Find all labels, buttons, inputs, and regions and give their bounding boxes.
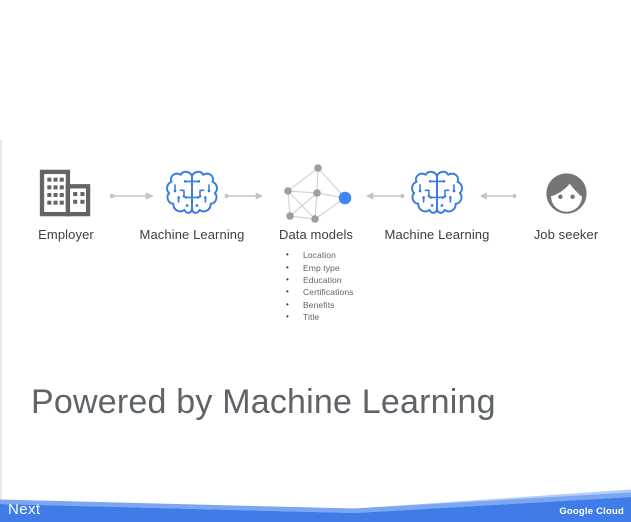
flow-node-job-seeker: Job seeker (506, 162, 626, 242)
brain-icon (377, 162, 497, 224)
attribute-label: Education (303, 274, 342, 285)
attribute-label: Emp type (303, 262, 340, 273)
left-edge-line (0, 140, 2, 504)
person-icon (506, 162, 626, 224)
attribute-label: Benefits (303, 299, 335, 310)
list-item: • Education (286, 274, 396, 286)
list-item: • Title (286, 311, 396, 323)
brain-icon-svg (411, 170, 463, 214)
ml-left-label: Machine Learning (139, 227, 245, 242)
list-item: • Benefits (286, 299, 396, 311)
arrow-left-icon (479, 191, 517, 201)
brain-icon-svg (166, 170, 218, 214)
attribute-label: Location (303, 250, 336, 261)
brain-icon (132, 162, 252, 224)
job-seeker-label: Job seeker (533, 227, 599, 242)
building-icon-svg (39, 169, 91, 217)
highlighted-node (338, 191, 352, 205)
person-icon-svg (545, 172, 587, 214)
flow-node-data-models: Data models (256, 162, 376, 242)
bullet-icon: • (286, 312, 289, 322)
network-graph-icon (256, 162, 376, 224)
arrow-right-icon (109, 191, 155, 201)
attribute-label: Title (303, 312, 320, 323)
arrow-left-icon (365, 191, 405, 201)
list-item: • Certifications (286, 286, 396, 298)
footer-ribbon (0, 489, 631, 522)
bullet-icon: • (286, 274, 289, 284)
arrow-right-icon (224, 191, 264, 201)
list-item: • Location (286, 249, 396, 261)
bullet-icon: • (286, 262, 289, 272)
google-cloud-logo: Google Cloud (559, 506, 624, 517)
list-item: • Emp type (286, 261, 396, 273)
next-logo: Next (8, 501, 41, 518)
slide-title: Powered by Machine Learning (31, 383, 496, 421)
flow-node-ml-left: Machine Learning (132, 162, 252, 242)
building-icon (6, 162, 126, 224)
bullet-icon: • (286, 250, 289, 260)
ml-right-label: Machine Learning (384, 227, 490, 242)
data-models-label: Data models (278, 227, 354, 242)
flow-node-ml-right: Machine Learning (377, 162, 497, 242)
data-model-attribute-list: • Location • Emp type • Education • Cert… (286, 249, 396, 323)
bullet-icon: • (286, 299, 289, 309)
employer-label: Employer (38, 227, 94, 242)
network-graph-svg (284, 164, 352, 223)
attribute-label: Certifications (303, 287, 354, 298)
bullet-icon: • (286, 287, 289, 297)
flow-node-employer: Employer (6, 162, 126, 242)
